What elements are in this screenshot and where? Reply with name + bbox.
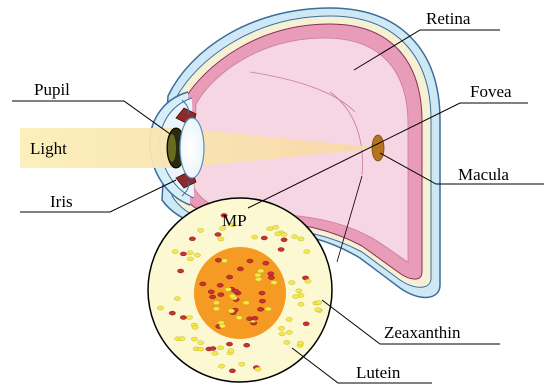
mp-label: MP: [222, 211, 247, 230]
lutein-dot: [298, 302, 304, 306]
lutein-dot: [278, 326, 284, 330]
lutein-dot: [297, 341, 303, 345]
lutein-dot: [213, 307, 219, 311]
zeaxanthin-dot: [215, 258, 221, 262]
lutein-dot: [271, 281, 277, 285]
zeaxanthin-dot: [218, 293, 224, 297]
macula: [372, 135, 384, 161]
zeaxanthin-dot: [177, 269, 183, 273]
zeaxanthin-dot: [208, 290, 214, 294]
lens: [180, 118, 204, 178]
lutein-dot: [255, 277, 261, 281]
zeaxanthin-dot: [180, 316, 186, 320]
lutein-dot: [243, 301, 249, 305]
lutein-dot: [197, 228, 203, 232]
lutein-dot: [219, 324, 225, 328]
zeaxanthin-dot: [268, 272, 274, 276]
zeaxanthin-dot: [247, 259, 253, 263]
zeaxanthin-dot: [229, 369, 235, 373]
zeaxanthin-dot: [226, 342, 232, 346]
zeaxanthin-dot: [233, 289, 239, 293]
lutein-dot: [221, 259, 227, 263]
zeaxanthin-dot: [259, 291, 265, 295]
lutein-dot: [225, 288, 231, 292]
zeaxanthin-dot: [189, 237, 195, 241]
lutein-dot: [228, 349, 234, 353]
lutein-dot: [172, 250, 178, 254]
zeaxanthin-dot: [278, 248, 284, 252]
lutein-dot: [298, 237, 304, 241]
pupil-label: Pupil: [34, 80, 70, 99]
lutein-dot: [293, 295, 299, 299]
lutein-dot: [255, 273, 261, 277]
zeaxanthin-dot: [263, 261, 269, 265]
macula-label: Macula: [458, 165, 509, 184]
lutein-dot: [194, 253, 200, 257]
lutein-dot: [157, 306, 163, 310]
lutein-dot: [305, 279, 311, 283]
zeaxanthin-dot: [257, 307, 263, 311]
lutein-dot: [316, 301, 322, 305]
lutein-dot: [315, 308, 321, 312]
lutein-dot: [217, 346, 223, 350]
lutein-dot: [273, 225, 279, 229]
lutein-dot: [281, 232, 287, 236]
lutein-dot: [187, 251, 193, 255]
lutein-dot: [213, 301, 219, 305]
zeaxanthin-dot: [200, 282, 206, 286]
lutein-dot: [191, 337, 197, 341]
lutein-dot: [258, 269, 264, 273]
lutein-dot: [252, 235, 258, 239]
lutein-dot: [239, 362, 245, 366]
lutein-dot: [212, 351, 218, 355]
lutein-dot: [286, 330, 292, 334]
iris-label: Iris: [50, 192, 73, 211]
lutein-dot: [275, 232, 281, 236]
lutein-dot: [304, 250, 310, 254]
lutein-dot: [179, 337, 185, 341]
lutein-dot: [197, 347, 203, 351]
lutein-dot: [186, 316, 192, 320]
zeaxanthin-dot: [210, 347, 216, 351]
lutein-dot: [267, 227, 273, 231]
lutein-dot: [228, 309, 234, 313]
lutein-dot: [187, 257, 193, 261]
zeaxanthin-dot: [252, 316, 258, 320]
zeaxanthin-dot: [209, 295, 215, 299]
lutein-dot: [197, 341, 203, 345]
lutein-dot: [284, 340, 290, 344]
zeaxanthin-dot: [259, 299, 265, 303]
zeaxanthin-dot: [237, 267, 243, 271]
zeaxanthin-dot: [169, 311, 175, 315]
zeaxanthin-label: Zeaxanthin: [384, 323, 461, 342]
lutein-dot: [174, 297, 180, 301]
fovea-label: Fovea: [470, 82, 512, 101]
lutein-dot: [192, 325, 198, 329]
light-label: Light: [30, 139, 67, 158]
lutein-dot: [236, 316, 242, 320]
zeaxanthin-dot: [281, 238, 287, 242]
zeaxanthin-dot: [215, 233, 221, 237]
lutein-label: Lutein: [356, 363, 401, 382]
lutein-dot: [286, 317, 292, 321]
iris-leader: [20, 180, 176, 212]
lutein-dot: [265, 307, 271, 311]
zeaxanthin-dot: [244, 343, 250, 347]
zeaxanthin-dot: [303, 322, 309, 326]
lutein-dot: [289, 281, 295, 285]
lutein-dot: [218, 237, 224, 241]
lutein-dot: [279, 332, 285, 336]
lutein-dot: [255, 367, 261, 371]
lutein-dot: [229, 294, 235, 298]
lutein-dot: [291, 235, 297, 239]
zeaxanthin-dot: [180, 252, 186, 256]
zeaxanthin-dot: [261, 236, 267, 240]
lutein-dot: [218, 364, 224, 368]
zeaxanthin-dot: [226, 275, 232, 279]
zeaxanthin-dot: [217, 283, 223, 287]
lutein-dot: [296, 289, 302, 293]
retina-label: Retina: [426, 9, 471, 28]
zeaxanthin-dot: [268, 276, 274, 280]
